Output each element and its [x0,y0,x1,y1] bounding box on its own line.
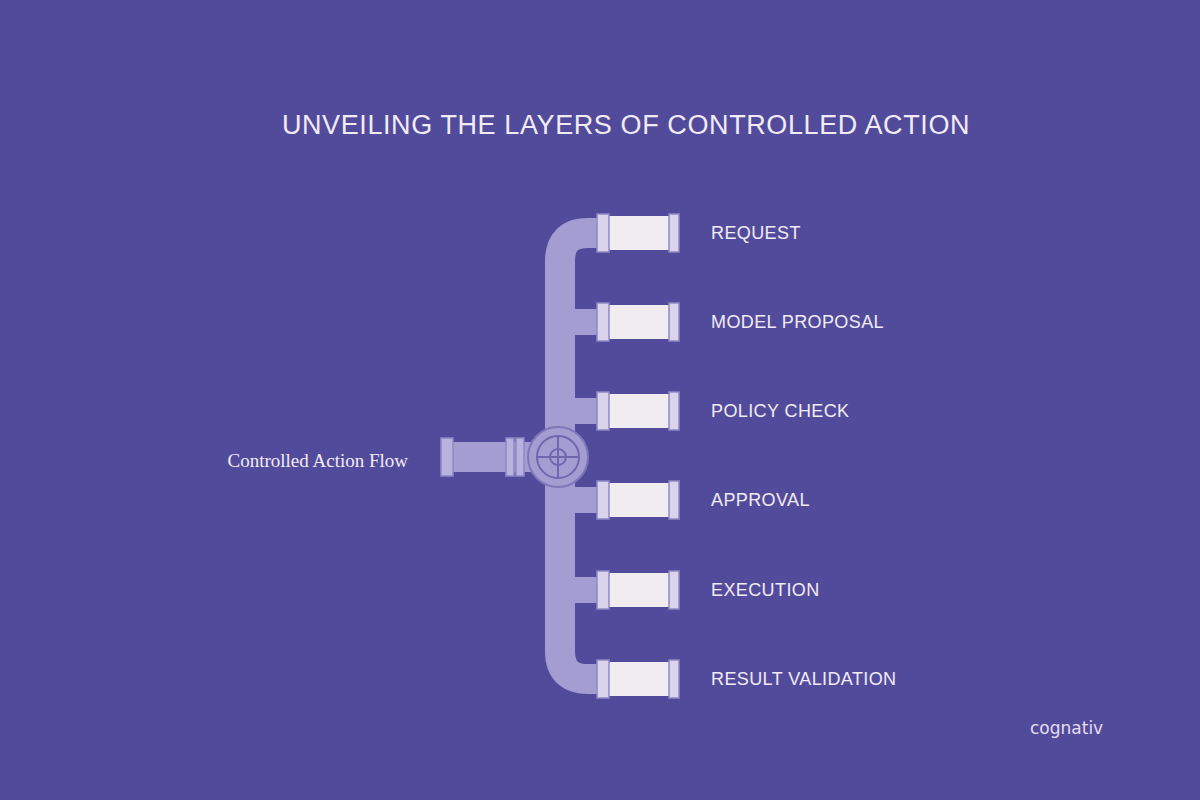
stage-label: APPROVAL [711,490,810,511]
flow-label: Controlled Action Flow [228,450,409,472]
diagram-title: UNVEILING THE LAYERS OF CONTROLLED ACTIO… [282,110,970,141]
watermark: cognativ [1030,718,1103,738]
stage-label: EXECUTION [711,580,820,601]
stage-label: REQUEST [711,223,801,244]
stage-label: MODEL PROPOSAL [711,312,884,333]
stage-label: RESULT VALIDATION [711,669,897,690]
stage-label: POLICY CHECK [711,401,850,422]
